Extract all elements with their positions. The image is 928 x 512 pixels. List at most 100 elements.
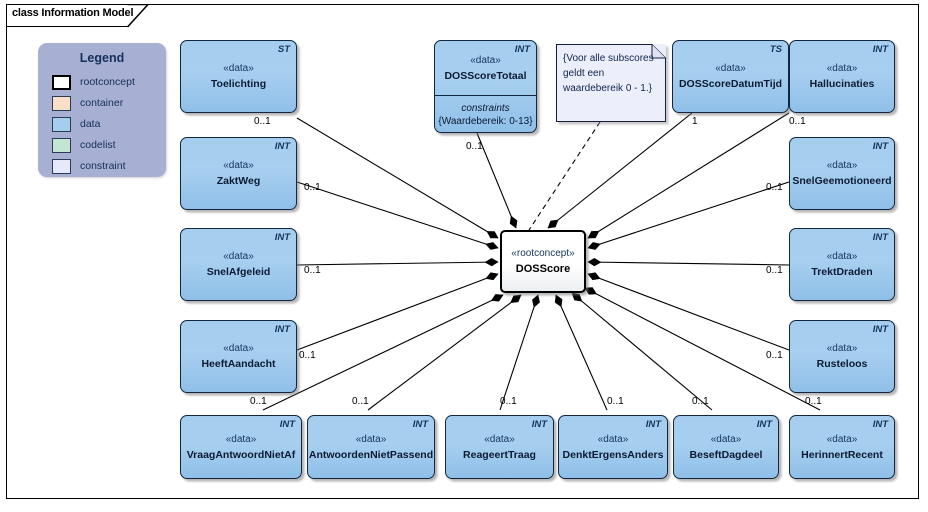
type-tag: INT [274, 232, 290, 243]
class-name-label: VraagAntwoordNietAf [186, 448, 296, 461]
class-node-heeftaandacht[interactable]: INT «data» HeeftAandacht [180, 320, 297, 393]
class-node-denktergensanders[interactable]: INT «data» DenktErgensAnders [558, 415, 668, 479]
legend-label-container: container [80, 97, 124, 109]
multiplicity-herinnertrecent: 0..1 [805, 396, 822, 407]
multiplicity-trektdraden: 0..1 [766, 265, 783, 276]
constraints-compartment: constraints {Waardebereik: 0-13} [435, 96, 536, 132]
diagram-frame-tab [6, 4, 128, 27]
legend-swatch-rootconcept [52, 74, 71, 90]
class-node-body: «data» AntwoordenNietPassend [308, 416, 434, 478]
multiplicity-dosscoretotaal: 0..1 [466, 141, 483, 152]
stereotype-label: «data» [225, 433, 257, 445]
type-tag: ST [277, 44, 290, 55]
multiplicity-beseftdagdeel: 0..1 [692, 396, 709, 407]
legend-label-codelist: codelist [80, 139, 116, 151]
multiplicity-snelgeemotioneerd: 0..1 [766, 182, 783, 193]
class-node-body: «data» HeeftAandacht [181, 321, 296, 392]
class-node-body: «data» DOSScoreDatumTijd [673, 41, 788, 112]
legend-item-data: data [52, 115, 135, 133]
stereotype-label: «data» [223, 251, 254, 262]
multiplicity-antwoordennietpassend: 0..1 [352, 396, 369, 407]
multiplicity-snelafgeleid: 0..1 [304, 265, 321, 276]
legend-title: Legend [79, 51, 125, 65]
class-name-label: SnelGeemotioneerd [792, 175, 892, 187]
class-node-body: «data» Hallucinaties [790, 41, 894, 112]
class-node-beseftdagdeel[interactable]: INT «data» BeseftDagdeel [673, 415, 779, 479]
constraint-note[interactable]: {Voor alle subscores geldt een waardeber… [556, 44, 666, 122]
root-stereotype-label: «rootconcept» [511, 247, 575, 259]
legend-swatch-constraint [52, 158, 71, 174]
legend-item-codelist: codelist [52, 136, 135, 154]
type-tag: INT [872, 141, 888, 152]
class-node-zaktweg[interactable]: INT «data» ZaktWeg [180, 137, 297, 210]
legend-swatch-container [52, 95, 71, 111]
class-name-label: HeeftAandacht [201, 358, 276, 370]
type-tag: INT [872, 324, 888, 335]
stereotype-label: «data» [826, 160, 858, 171]
class-node-snelafgeleid[interactable]: INT «data» SnelAfgeleid [180, 228, 297, 301]
multiplicity-denktergensanders: 0..1 [607, 396, 624, 407]
compartment-divider [435, 95, 536, 97]
class-name-label: HerinnertRecent [801, 448, 883, 461]
stereotype-label: «data» [223, 160, 254, 171]
class-node-snelgeemotioneerd[interactable]: INT «data» SnelGeemotioneerd [789, 137, 895, 210]
stereotype-label: «data» [355, 433, 387, 445]
legend-swatch-codelist [52, 137, 71, 153]
legend-swatch-data [52, 116, 71, 132]
class-name-label: Rusteloos [816, 358, 868, 370]
class-node-vraagantwoordnietaf[interactable]: INT «data» VraagAntwoordNietAf [180, 415, 302, 479]
class-name-label: SnelAfgeleid [206, 266, 271, 278]
class-node-body: «data» Rusteloos [790, 321, 894, 392]
class-node-toelichting[interactable]: ST «data» Toelichting [180, 40, 297, 113]
class-node-body: «data» VraagAntwoordNietAf [181, 416, 301, 478]
multiplicity-vraagantwoordnietaf: 0..1 [250, 396, 267, 407]
stereotype-label: «data» [484, 433, 515, 445]
stereotype-label: «data» [826, 433, 858, 445]
legend-label-constraint: constraint [80, 160, 126, 172]
class-node-header: «data» DOSScoreTotaal [435, 41, 536, 95]
multiplicity-zaktweg: 0..1 [304, 182, 321, 193]
note-shape [556, 44, 666, 122]
class-name-label: TrektDraden [811, 266, 873, 278]
type-tag: TS [769, 44, 782, 55]
class-node-hallucinaties[interactable]: INT «data» Hallucinaties [789, 40, 895, 113]
root-concept-node-dosscore[interactable]: «rootconcept» DOSScore [500, 230, 586, 293]
class-node-reageerttraag[interactable]: INT «data» ReageertTraag [445, 415, 554, 479]
class-node-body: «data» ReageertTraag [446, 416, 553, 478]
class-node-body: «data» TrektDraden [790, 229, 894, 300]
multiplicity-rusteloos: 0..1 [766, 350, 783, 361]
stereotype-label: «data» [470, 54, 501, 66]
multiplicity-hallucinaties: 0..1 [789, 116, 806, 127]
legend-label-rootconcept: rootconcept [80, 76, 135, 88]
stereotype-label: «data» [710, 433, 742, 445]
type-tag: INT [645, 419, 661, 430]
class-node-antwoordennietpassend[interactable]: INT «data» AntwoordenNietPassend [307, 415, 435, 479]
class-name-label: Hallucinaties [809, 78, 875, 90]
type-tag: INT [531, 419, 547, 430]
legend: Legend rootconcept container data codeli… [38, 43, 166, 177]
stereotype-label: «data» [826, 63, 858, 74]
class-name-label: ZaktWeg [216, 175, 261, 187]
class-node-dosscoredatumtijd[interactable]: TS «data» DOSScoreDatumTijd [672, 40, 789, 113]
multiplicity-reageerttraag: 0..1 [500, 396, 517, 407]
multiplicity-toelichting: 0..1 [254, 116, 271, 127]
type-tag: INT [872, 232, 888, 243]
class-name-label: AntwoordenNietPassend [308, 448, 434, 461]
class-name-label: BeseftDagdeel [689, 448, 763, 461]
class-node-dosscoretotaal[interactable]: INT «data» DOSScoreTotaal constraints {W… [434, 40, 537, 133]
type-tag: INT [514, 44, 530, 55]
constraints-item: {Waardebereik: 0-13} [438, 116, 533, 128]
stereotype-label: «data» [826, 251, 858, 262]
root-class-name-label: DOSScore [515, 262, 571, 275]
class-node-body: «data» ZaktWeg [181, 138, 296, 209]
class-node-herinnertrecent[interactable]: INT «data» HerinnertRecent [789, 415, 895, 479]
diagram-title: class Information Model [12, 7, 134, 19]
type-tag: INT [412, 419, 428, 430]
class-node-body: «data» SnelGeemotioneerd [790, 138, 894, 209]
diagram-frame [6, 4, 919, 499]
stereotype-label: «data» [223, 63, 254, 74]
class-node-trektdraden[interactable]: INT «data» TrektDraden [789, 228, 895, 301]
class-node-body: «data» BeseftDagdeel [674, 416, 778, 478]
class-node-rusteloos[interactable]: INT «data» Rusteloos [789, 320, 895, 393]
